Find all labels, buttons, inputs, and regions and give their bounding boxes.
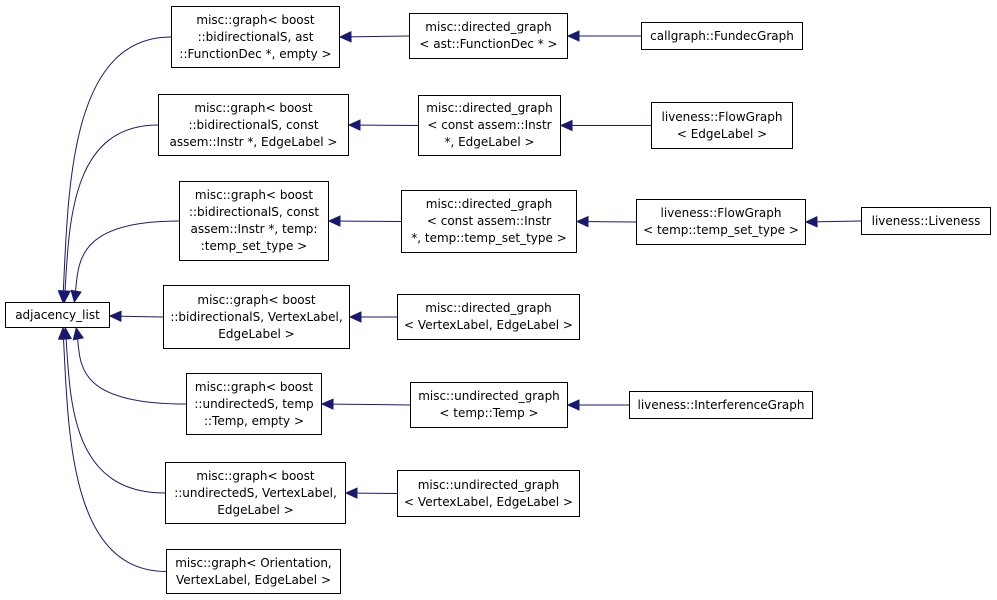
node-callgraph-fundecgraph[interactable]: callgraph::FundecGraph: [641, 22, 803, 50]
arrowhead: [70, 289, 82, 304]
node-label: misc::graph< Orientation, VertexLabel, E…: [175, 555, 332, 587]
node-graph-bidirectional-vertexlabel[interactable]: misc::graph< boost ::bidirectionalS, Ver…: [163, 285, 350, 349]
arrowhead: [59, 290, 71, 304]
node-label: misc::graph< boost ::undirectedS, Vertex…: [174, 468, 337, 517]
arrowhead: [327, 215, 341, 227]
inheritance-edge: [63, 124, 159, 303]
inheritance-edge: [348, 124, 419, 126]
arrowhead: [804, 216, 818, 228]
node-label: adjacency_list: [15, 307, 100, 322]
inheritance-edge: [64, 327, 166, 494]
node-graph-undirected-vertexlabel[interactable]: misc::graph< boost ::undirectedS, Vertex…: [165, 462, 346, 524]
node-undirected-graph-temp[interactable]: misc::undirected_graph < temp::Temp >: [410, 382, 568, 428]
inheritance-edge: [75, 327, 187, 405]
node-flowgraph-edgelabel[interactable]: liveness::FlowGraph < EdgeLabel >: [651, 102, 793, 149]
inheritance-edge: [73, 220, 180, 303]
arrowhead: [72, 326, 84, 341]
node-undirected-graph-vertexlabel[interactable]: misc::undirected_graph < VertexLabel, Ed…: [397, 470, 580, 517]
node-directed-graph-vertexlabel[interactable]: misc::directed_graph < VertexLabel, Edge…: [397, 294, 580, 340]
arrowhead: [566, 399, 580, 411]
node-flowgraph-tempset[interactable]: liveness::FlowGraph < temp::temp_set_typ…: [636, 199, 806, 245]
node-label: misc::directed_graph < ast::FunctionDec …: [419, 20, 558, 51]
node-label: misc::undirected_graph < VertexLabel, Ed…: [404, 477, 573, 509]
inheritance-edge: [339, 35, 410, 38]
node-label: misc::graph< boost ::bidirectionalS, ast…: [179, 12, 332, 61]
node-label: liveness::Liveness: [871, 213, 981, 228]
arrowhead: [57, 326, 70, 340]
arrowhead: [347, 119, 361, 131]
node-graph-bidirectional-instr-edgelabel[interactable]: misc::graph< boost ::bidirectionalS, con…: [158, 94, 349, 156]
arrowhead: [344, 487, 358, 499]
inheritance-edge: [328, 220, 402, 222]
node-label: misc::directed_graph < const assem::Inst…: [426, 101, 553, 149]
node-graph-undirected-temp[interactable]: misc::graph< boost ::undirectedS, temp :…: [186, 373, 322, 435]
node-label: misc::directed_graph < const assem::Inst…: [411, 197, 567, 245]
node-label: liveness::InterferenceGraph: [637, 397, 805, 412]
inheritance-edge: [62, 36, 172, 303]
node-label: misc::graph< boost ::undirectedS, temp :…: [194, 379, 314, 428]
node-label: liveness::FlowGraph < EdgeLabel >: [661, 109, 783, 141]
node-label: liveness::FlowGraph < temp::temp_set_typ…: [643, 206, 799, 237]
node-label: misc::undirected_graph < temp::Temp >: [418, 389, 560, 420]
arrowhead: [559, 119, 573, 132]
node-directed-graph-instr-edgelabel[interactable]: misc::directed_graph < const assem::Inst…: [418, 95, 561, 156]
node-liveness[interactable]: liveness::Liveness: [861, 207, 991, 235]
node-label: misc::graph< boost ::bidirectionalS, con…: [169, 100, 338, 149]
arrowhead: [338, 31, 352, 43]
node-label: callgraph::FundecGraph: [650, 28, 794, 43]
node-directed-graph-functiondec[interactable]: misc::directed_graph < ast::FunctionDec …: [409, 13, 568, 59]
node-interference-graph[interactable]: liveness::InterferenceGraph: [629, 391, 813, 419]
arrowhead: [575, 215, 589, 228]
node-label: misc::directed_graph < VertexLabel, Edge…: [404, 301, 573, 332]
node-label: misc::graph< boost ::bidirectionalS, Ver…: [170, 292, 343, 341]
inheritance-edge: [321, 403, 411, 406]
node-directed-graph-instr-tempset[interactable]: misc::directed_graph < const assem::Inst…: [401, 190, 577, 253]
inheritance-edge: [62, 327, 167, 572]
node-graph-orientation[interactable]: misc::graph< Orientation, VertexLabel, E…: [166, 549, 341, 594]
arrowhead: [348, 311, 362, 323]
arrowhead: [320, 398, 334, 410]
node-adjacency-list[interactable]: adjacency_list: [5, 302, 110, 328]
arrowhead: [566, 30, 580, 42]
node-graph-bidirectional-functiondec[interactable]: misc::graph< boost ::bidirectionalS, ast…: [171, 6, 340, 68]
node-graph-bidirectional-instr-tempset[interactable]: misc::graph< boost ::bidirectionalS, con…: [179, 181, 329, 261]
arrowhead: [108, 310, 122, 322]
node-label: misc::graph< boost ::bidirectionalS, con…: [188, 188, 320, 253]
